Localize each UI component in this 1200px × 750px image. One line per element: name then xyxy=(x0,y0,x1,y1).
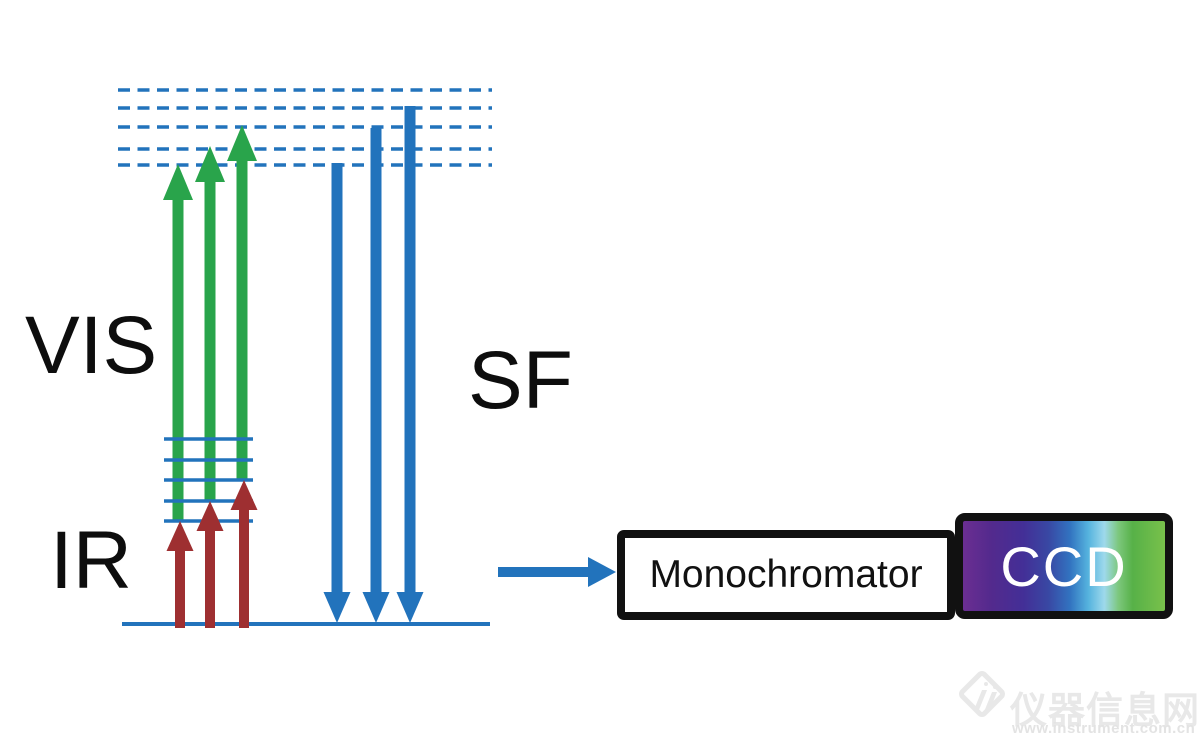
sf-down-arrow-head xyxy=(396,592,424,623)
watermark-url: www.instrument.com.cn xyxy=(1012,720,1196,737)
label-sf: SF xyxy=(468,335,573,426)
ccd-box: CCD xyxy=(955,513,1173,619)
vis-up-arrow-head xyxy=(195,146,225,182)
watermark-logo-dot xyxy=(984,682,988,686)
ir-up-arrow-head xyxy=(196,501,224,531)
watermark-logo-dot xyxy=(993,685,997,689)
ir-up-arrow-head xyxy=(166,521,194,551)
ccd-label: CCD xyxy=(1000,534,1128,598)
watermark: 仪器信息网 www.instrument.com.cn xyxy=(946,668,1200,744)
ir-up-arrow-head xyxy=(230,480,258,510)
monochromator-box: Monochromator xyxy=(617,530,955,620)
sf-down-arrow-head xyxy=(362,592,390,623)
signal-to-monochromator-arrow-head xyxy=(588,557,616,587)
watermark-site-name: 仪器信息网 xyxy=(1010,690,1200,731)
label-vis: VIS xyxy=(25,300,158,391)
monochromator-label: Monochromator xyxy=(649,553,923,596)
sf-down-arrow-head xyxy=(323,592,351,623)
vis-up-arrow-head xyxy=(163,164,193,200)
label-ir: IR xyxy=(50,515,132,606)
vis-up-arrow-head xyxy=(227,125,257,161)
